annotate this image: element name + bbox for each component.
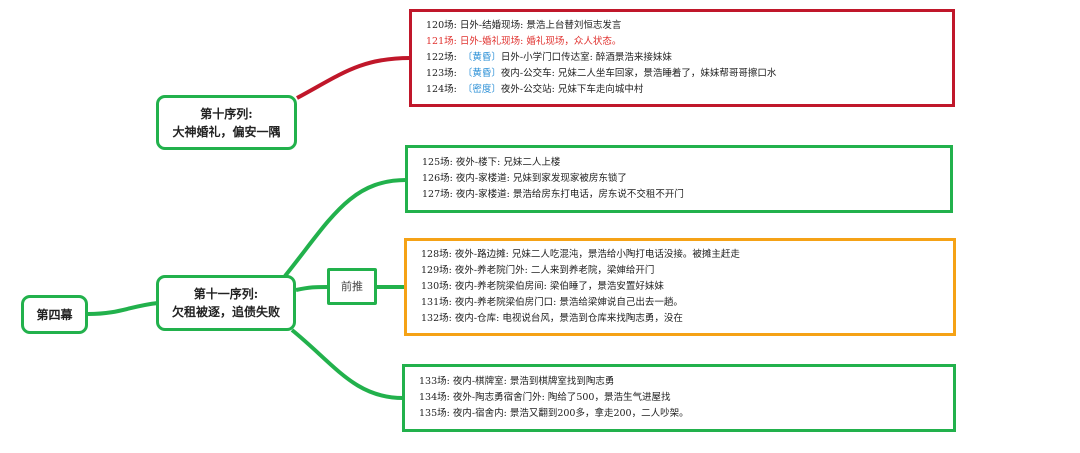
scene-item: 120场: 日外-结婚现场: 景浩上台替刘恒志发言	[426, 20, 622, 31]
scene-item: 125场: 夜外-楼下: 兄妹二人上楼	[422, 157, 561, 168]
scene-item: 132场: 夜内-仓库: 电视说台风，景浩到仓库来找陶志勇，没在	[421, 313, 683, 324]
sequence-11-node[interactable]: 第十一序列: 欠租被逐，追债失败	[156, 275, 296, 331]
push-forward-label: 前推	[341, 279, 363, 293]
push-forward-node[interactable]: 前推	[327, 268, 377, 305]
sequence-10-subtitle: 大神婚礼，偏安一隅	[172, 124, 281, 139]
scene-item: 130场: 夜内-养老院梁伯房间: 梁伯睡了，景浩安置好妹妹	[421, 281, 664, 292]
scene-item-highlighted: 121场: 日外-婚礼现场: 婚礼现场，众人状态。	[426, 36, 622, 47]
scene-item: 126场: 夜内-家楼道: 兄妹到家发现家被房东锁了	[422, 173, 627, 184]
scene-item: 124场: 〔密度〕夜外-公交站: 兄妹下车走向城中村	[426, 84, 644, 95]
scene-item: 127场: 夜内-家楼道: 景浩给房东打电话，房东说不交租不开门	[422, 189, 684, 200]
sequence-10-node[interactable]: 第十序列: 大神婚礼，偏安一隅	[156, 95, 297, 150]
scene-item: 133场: 夜内-棋牌室: 景浩到棋牌室找到陶志勇	[419, 376, 615, 387]
scene-item: 128场: 夜外-路边摊: 兄妹二人吃混沌，景浩给小陶打电话没接。被摊主赶走	[421, 249, 740, 260]
root-node-act-four[interactable]: 第四幕	[21, 295, 88, 334]
root-label: 第四幕	[36, 307, 73, 322]
time-tag: 〔密度〕	[462, 84, 501, 95]
sequence-11-title: 第十一序列:	[193, 287, 259, 301]
sequence-10-title: 第十序列:	[200, 106, 253, 121]
time-tag: 〔黄昏〕	[462, 68, 501, 79]
sequence-11-subtitle: 欠租被逐，追债失败	[171, 305, 280, 319]
scene-item: 135场: 夜内-宿舍内: 景浩又翻到200多，拿走200，二人吵架。	[419, 408, 689, 419]
scene-item: 123场: 〔黄昏〕夜内-公交车: 兄妹二人坐车回家，景浩睡着了，妹妹帮哥哥擦口…	[426, 68, 777, 79]
scene-group-120-124[interactable]: 120场: 日外-结婚现场: 景浩上台替刘恒志发言 121场: 日外-婚礼现场:…	[409, 9, 955, 107]
scene-item: 131场: 夜内-养老院梁伯房门口: 景浩给梁婶说自己出去一趟。	[421, 297, 683, 308]
scene-group-128-132[interactable]: 128场: 夜外-路边摊: 兄妹二人吃混沌，景浩给小陶打电话没接。被摊主赶走 1…	[404, 238, 956, 336]
scene-item: 134场: 夜外-陶志勇宿舍门外: 陶给了500，景浩生气进屋找	[419, 392, 671, 403]
scene-group-125-127[interactable]: 125场: 夜外-楼下: 兄妹二人上楼 126场: 夜内-家楼道: 兄妹到家发现…	[405, 145, 953, 213]
scene-group-133-135[interactable]: 133场: 夜内-棋牌室: 景浩到棋牌室找到陶志勇 134场: 夜外-陶志勇宿舍…	[402, 364, 956, 432]
time-tag: 〔黄昏〕	[462, 52, 501, 63]
scene-item: 122场: 〔黄昏〕日外-小学门口传达室: 醉酒景浩来接妹妹	[426, 52, 672, 63]
scene-item: 129场: 夜外-养老院门外: 二人来到养老院，梁婶给开门	[421, 265, 655, 276]
